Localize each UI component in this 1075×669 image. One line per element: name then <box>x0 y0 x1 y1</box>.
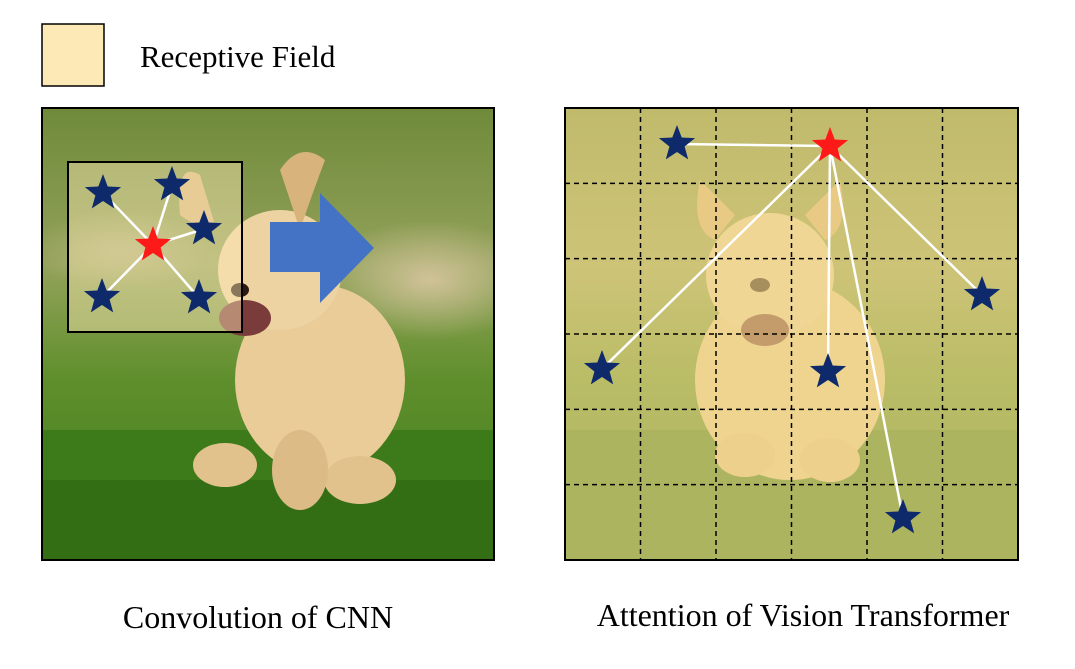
puppy-illustration <box>179 152 405 510</box>
arrow-icon <box>270 193 374 303</box>
vit-line <box>829 145 983 296</box>
key-star-icon <box>884 499 922 534</box>
cnn-photo <box>42 108 494 560</box>
query-star-icon <box>134 226 172 261</box>
query-star-icon <box>811 127 849 162</box>
key-star-icon <box>83 278 121 313</box>
legend-label: Receptive Field <box>140 39 336 74</box>
vit-stars <box>583 125 1001 534</box>
cnn-caption: Convolution of CNN <box>123 599 393 635</box>
key-star-icon <box>153 166 191 201</box>
vit-line <box>601 145 831 370</box>
vit-caption: Attention of Vision Transformer <box>597 597 1010 633</box>
vit-line <box>826 145 832 373</box>
vit-connections <box>601 142 983 519</box>
key-star-icon <box>963 276 1001 311</box>
key-star-icon <box>185 210 223 245</box>
vit-line <box>828 145 905 519</box>
cnn-stars <box>83 166 223 314</box>
cnn-panel-border <box>41 107 495 561</box>
key-star-icon <box>84 174 122 209</box>
vit-line <box>676 142 831 148</box>
key-star-icon <box>809 353 847 388</box>
key-star-icon <box>583 350 621 385</box>
legend-swatch <box>41 23 105 87</box>
key-star-icon <box>180 279 218 314</box>
vit-panel-border <box>564 107 1019 561</box>
key-star-icon <box>658 125 696 160</box>
